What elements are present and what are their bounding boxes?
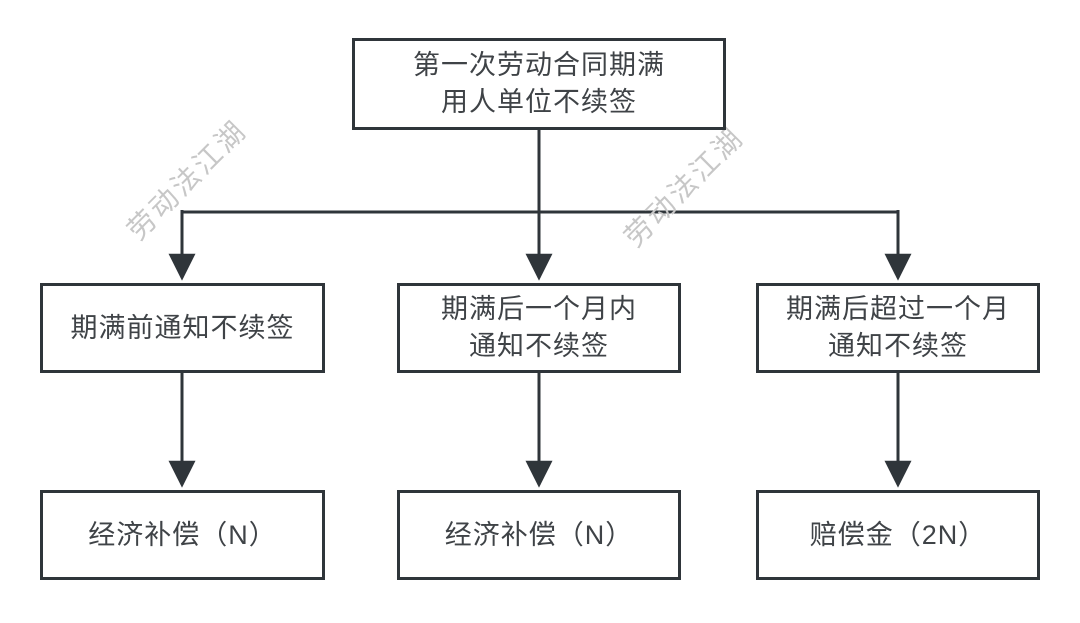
node-economic-compensation-middle: 经济补偿（N） — [397, 490, 681, 580]
node-notice-after-one-month: 期满后超过一个月 通知不续签 — [756, 283, 1040, 373]
node-notice-before-expiry: 期满前通知不续签 — [40, 283, 325, 373]
node-contract-expiry-root: 第一次劳动合同期满 用人单位不续签 — [352, 38, 726, 130]
node-damages-2n: 赔偿金（2N） — [756, 490, 1040, 580]
node-economic-compensation-left: 经济补偿（N） — [40, 490, 325, 580]
node-notice-within-one-month: 期满后一个月内 通知不续签 — [397, 283, 681, 373]
